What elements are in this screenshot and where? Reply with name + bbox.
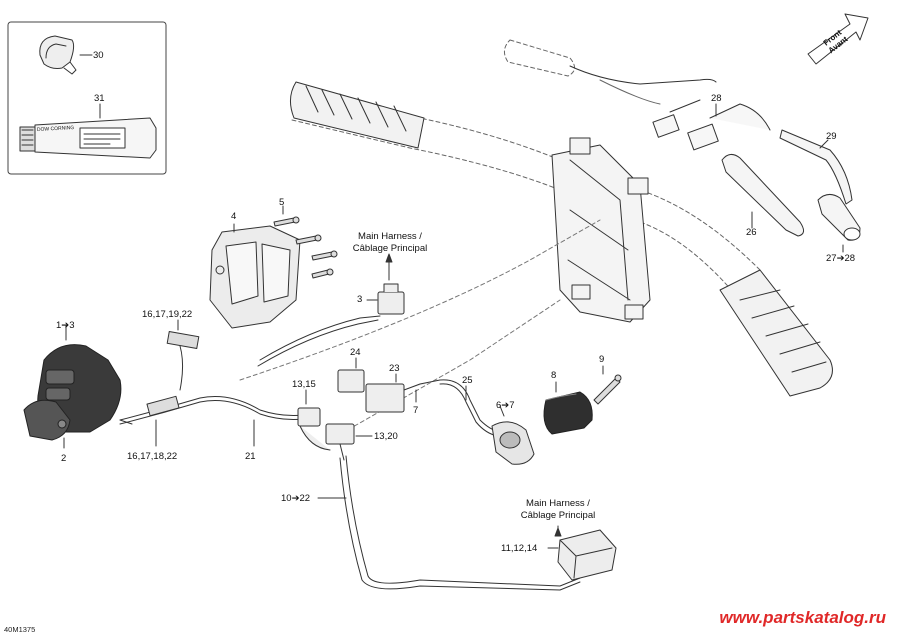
connectors-13 xyxy=(297,407,355,461)
note-main-harness-bottom: Main Harness / Câblage Principal xyxy=(520,498,596,521)
callout-24: 24 xyxy=(350,347,361,358)
part-6-7 xyxy=(491,421,535,465)
clip-part-30 xyxy=(39,35,77,75)
callout-2: 2 xyxy=(61,453,67,464)
connector-16-18 xyxy=(146,395,180,417)
callout-30: 30 xyxy=(93,50,104,61)
left-grip xyxy=(290,81,425,149)
left-switch-1-3 xyxy=(23,344,122,441)
callout-28: 28 xyxy=(711,93,722,104)
hose-26 xyxy=(721,154,804,237)
callout-11-12-14: 11,12,14 xyxy=(501,543,538,554)
callout-5: 5 xyxy=(279,197,285,208)
callout-4: 4 xyxy=(231,211,237,222)
callout-8: 8 xyxy=(551,370,557,381)
cable-25 xyxy=(439,379,501,437)
switch-housing-4 xyxy=(209,225,301,329)
connector-24 xyxy=(337,369,365,393)
connector-3 xyxy=(377,283,405,315)
callout-13-15: 13,15 xyxy=(292,379,316,390)
callout-7: 7 xyxy=(413,405,419,416)
inset-box xyxy=(7,21,167,175)
callout-26: 26 xyxy=(746,227,757,238)
callout-3: 3 xyxy=(357,294,363,305)
pin-9 xyxy=(593,374,622,405)
module-11-14 xyxy=(557,529,617,581)
callout-29: 29 xyxy=(826,131,837,142)
callout-16-17-19-22: 16,17,19,22 xyxy=(142,309,193,320)
grease-tube-31 xyxy=(19,117,157,159)
callout-25: 25 xyxy=(462,375,473,386)
connector-16-19 xyxy=(166,330,200,350)
hose-27 xyxy=(817,194,861,241)
callout-27-28: 27➔28 xyxy=(826,253,856,264)
tube-label: DOW CORNING xyxy=(36,125,75,133)
hose-29 xyxy=(779,129,853,205)
callout-9: 9 xyxy=(599,354,605,365)
callout-16-17-18-22: 16,17,18,22 xyxy=(127,451,178,462)
connectors-28 xyxy=(652,99,771,151)
callout-21: 21 xyxy=(245,451,256,462)
riser-clamp xyxy=(551,137,651,323)
note-main-harness-top: Main Harness / Câblage Principal xyxy=(352,231,428,254)
watermark: www.partskatalog.ru xyxy=(719,608,886,627)
callout-23: 23 xyxy=(389,363,400,374)
figure-code: 40M1375 xyxy=(4,625,36,634)
callout-10-22: 10➔22 xyxy=(281,493,311,504)
callout-1-3: 1➔3 xyxy=(56,320,75,331)
right-grip xyxy=(719,269,833,397)
throttle-grip xyxy=(504,39,575,77)
part-8 xyxy=(543,391,593,435)
front-arrow xyxy=(807,13,869,65)
callout-13-20: 13,20 xyxy=(374,431,398,442)
harness-10-22 xyxy=(339,455,581,591)
connector-23 xyxy=(365,379,441,413)
screws-5 xyxy=(273,216,338,279)
callout-6-7: 6➔7 xyxy=(496,400,515,411)
callout-31: 31 xyxy=(94,93,105,104)
